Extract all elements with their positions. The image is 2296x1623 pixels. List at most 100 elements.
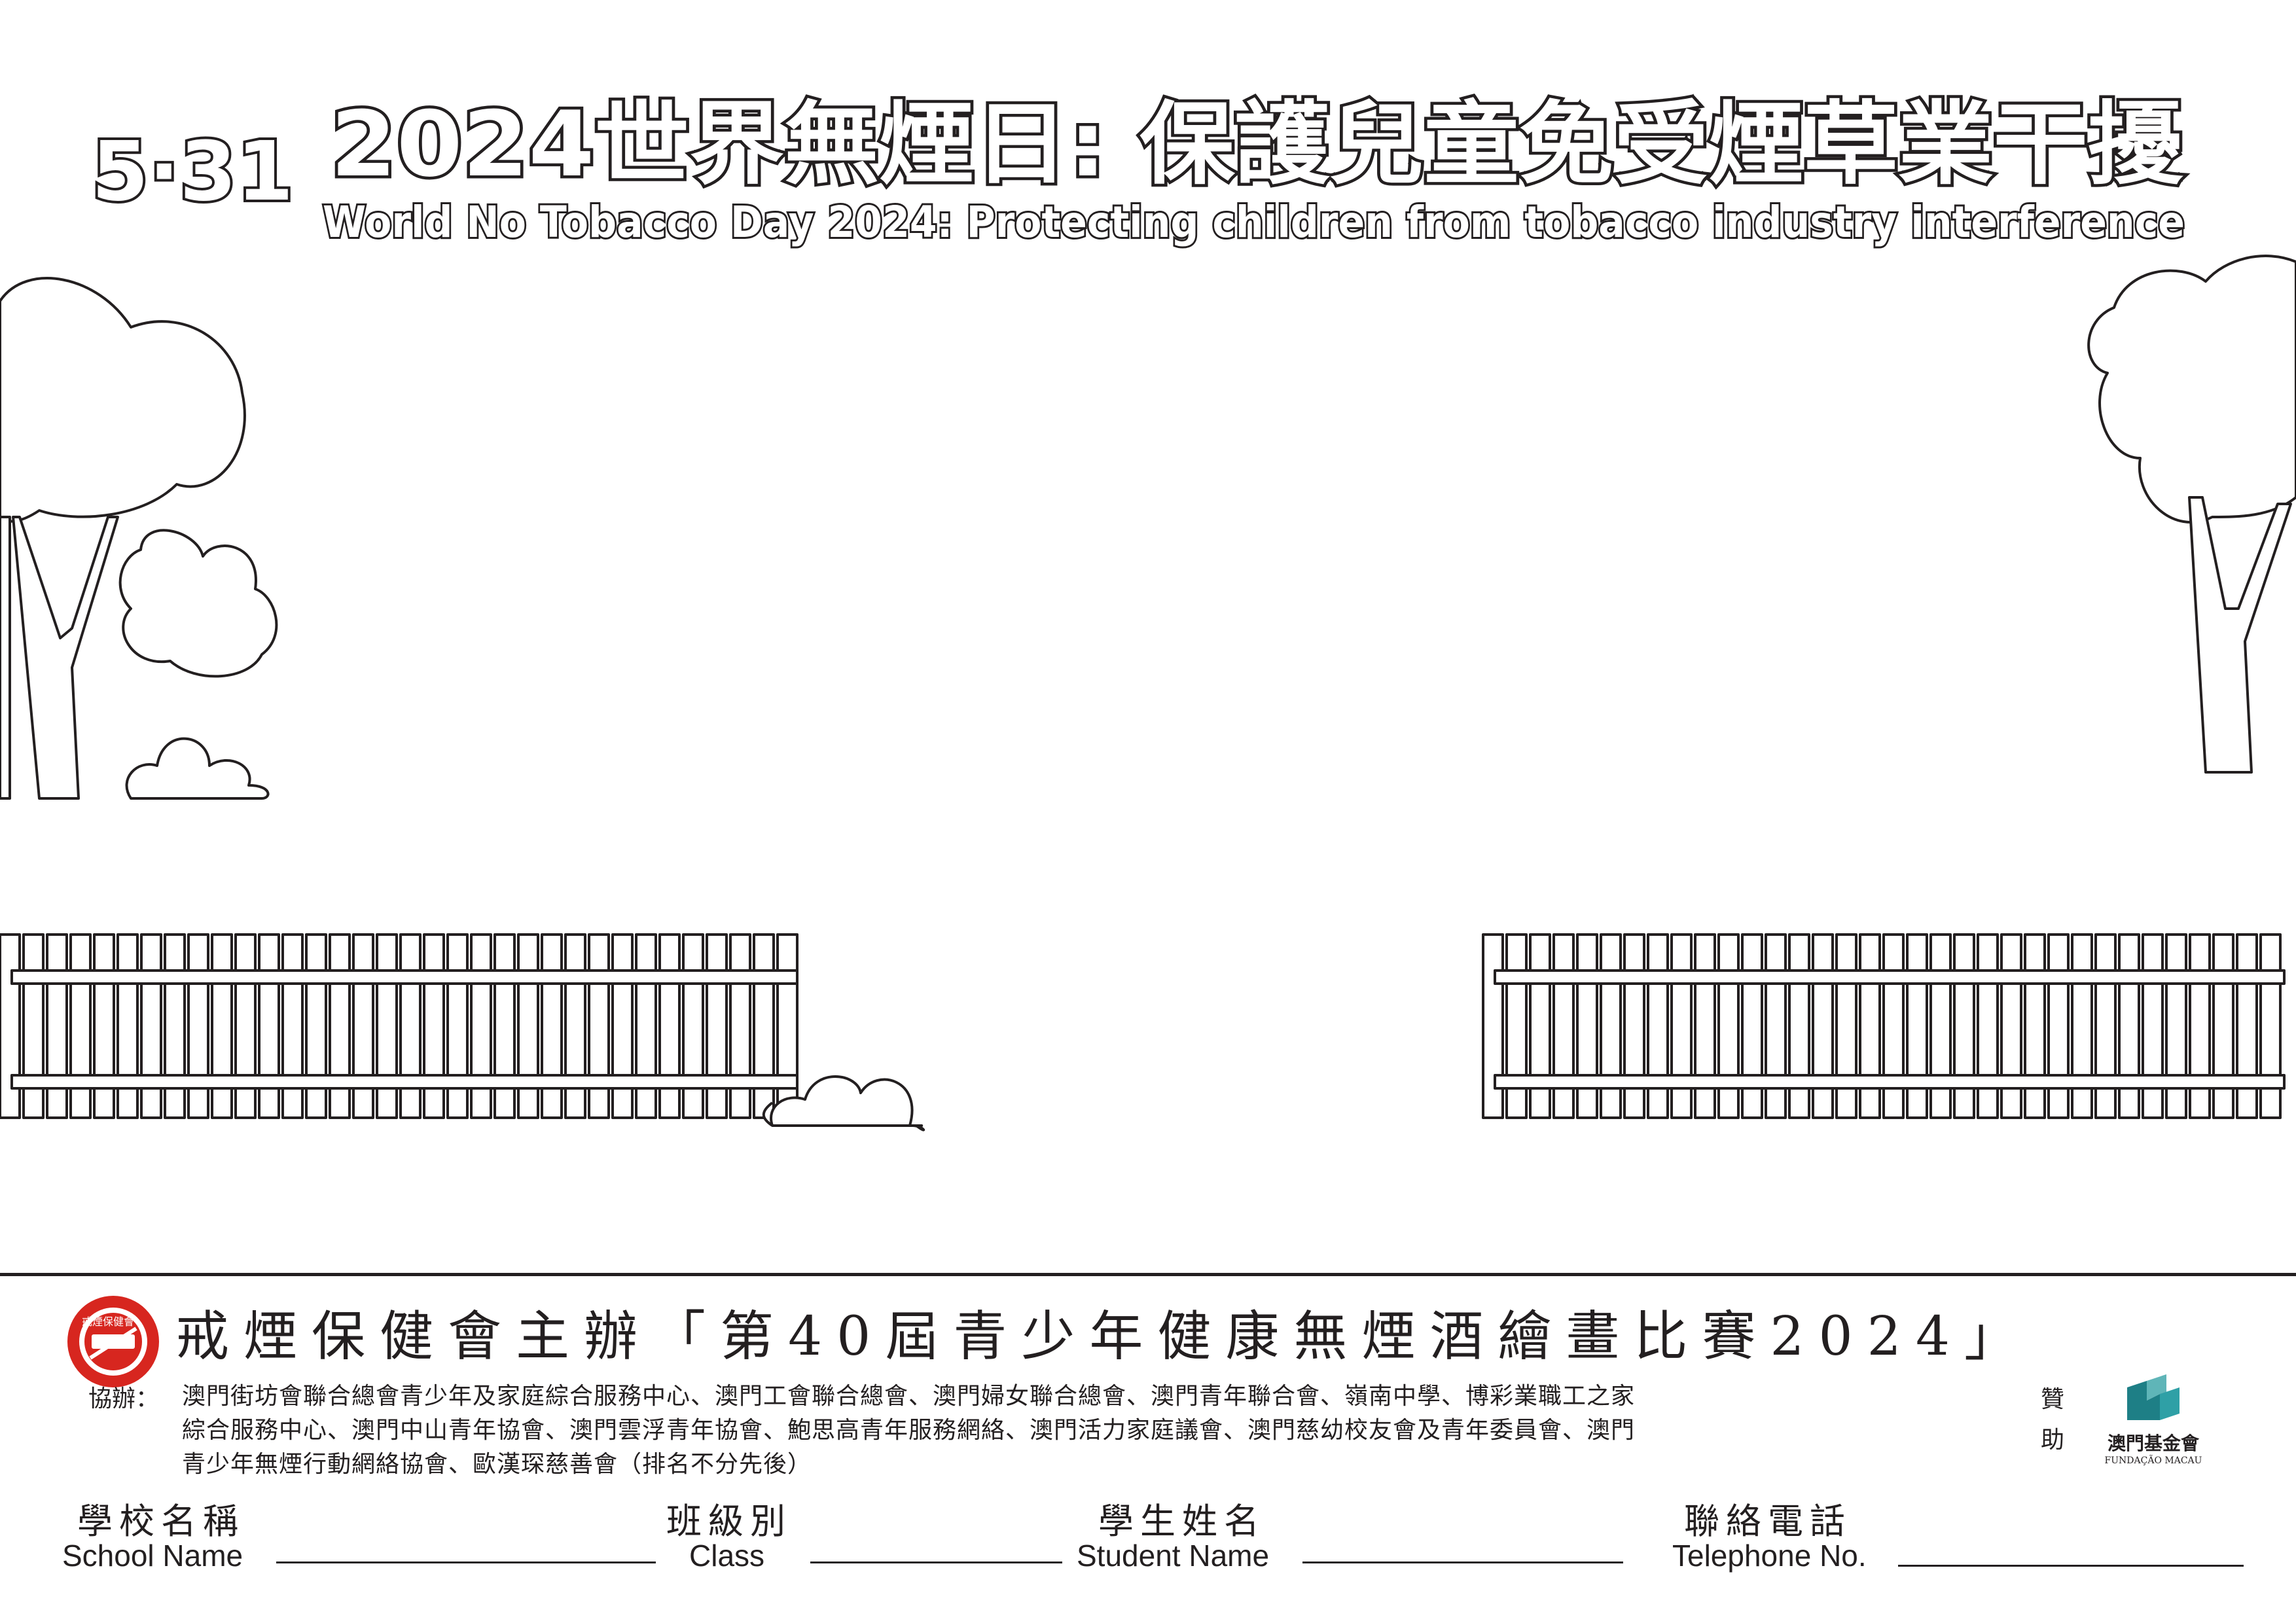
fence-picket xyxy=(399,933,422,1119)
title-zh: 2024世界無煙日: 保護兒童免受煙草業干擾 xyxy=(331,92,2183,197)
fence-picket xyxy=(1835,933,1857,1119)
fence-picket xyxy=(2118,933,2140,1119)
fence-picket xyxy=(140,933,162,1119)
class-input-line[interactable] xyxy=(810,1561,1062,1563)
fence-picket xyxy=(2142,933,2164,1119)
fundacao-macau-icon xyxy=(2127,1374,2179,1420)
fence-picket xyxy=(1882,933,1905,1119)
fence-picket xyxy=(517,933,539,1119)
fence-picket xyxy=(1647,933,1669,1119)
fence-rail xyxy=(10,969,798,985)
fence-picket xyxy=(493,933,516,1119)
fence-picket xyxy=(2189,933,2211,1119)
fence-picket xyxy=(1929,933,1952,1119)
telephone-label-en: Telephone No. xyxy=(1672,1539,1867,1573)
fence-picket xyxy=(588,933,610,1119)
right-tree-illustration xyxy=(2087,255,2296,774)
student-name-label-zh: 學生姓名 xyxy=(1098,1501,1266,1542)
coloring-artwork: 5·31 2024世界無煙日: 保護兒童免受煙草業干擾 World No Tob… xyxy=(0,89,2296,1132)
left-tree-illustration xyxy=(0,277,278,800)
fence-picket xyxy=(1482,933,1504,1119)
class-label-zh: 班級別 xyxy=(666,1501,792,1542)
fence-picket xyxy=(1788,933,1810,1119)
fence-picket xyxy=(541,933,563,1119)
fence-picket xyxy=(564,933,586,1119)
fence-picket xyxy=(1717,933,1740,1119)
fence-rail xyxy=(1494,1074,2286,1090)
sponsor-name-zh: 澳門基金會 xyxy=(2107,1433,2199,1454)
fence-picket xyxy=(211,933,233,1119)
fence-picket xyxy=(706,933,728,1119)
fence-picket xyxy=(117,933,139,1119)
fence-picket xyxy=(635,933,657,1119)
fence-picket xyxy=(1953,933,1975,1119)
fence-picket xyxy=(1694,933,1716,1119)
fence-picket xyxy=(2071,933,2093,1119)
class-label-en: Class xyxy=(689,1539,765,1573)
fence-picket xyxy=(2236,933,2258,1119)
organizer-badge-logo xyxy=(67,1296,159,1387)
fence-picket xyxy=(1670,933,1693,1119)
fence-picket xyxy=(1623,933,1645,1119)
right-fence-illustration xyxy=(1482,933,2286,1119)
school-name-label-zh: 學校名稱 xyxy=(77,1501,245,1542)
fence-picket xyxy=(682,933,704,1119)
fence-picket xyxy=(1505,933,1528,1119)
co-organizer-line: 青少年無煙行動網絡協會、歐漢琛慈善會（排名不分先後） xyxy=(182,1451,812,1478)
co-organizer-line: 澳門街坊會聯合總會青少年及家庭綜合服務中心、澳門工會聯合總會、澳門婦女聯合總會、… xyxy=(182,1383,1636,1410)
competition-title: 戒煙保健會主辦「第40屆青少年健康無煙酒繪畫比賽2024」 xyxy=(175,1306,2033,1368)
student-name-input-line[interactable] xyxy=(1302,1561,1623,1563)
date-label: 5·31 xyxy=(92,124,293,219)
fence-picket xyxy=(1765,933,1787,1119)
fence-picket xyxy=(423,933,445,1119)
fence-picket xyxy=(2000,933,2022,1119)
fence-picket xyxy=(1600,933,1622,1119)
fence-picket xyxy=(2165,933,2187,1119)
fence-rail xyxy=(1494,969,2286,985)
student-name-label-en: Student Name xyxy=(1077,1539,1270,1573)
fence-picket xyxy=(446,933,469,1119)
fence-picket xyxy=(470,933,492,1119)
fence-picket xyxy=(2047,933,2070,1119)
sponsor-label: 贊助 xyxy=(2041,1386,2065,1454)
fence-picket xyxy=(69,933,92,1119)
fence-picket xyxy=(753,933,775,1119)
fence-picket xyxy=(376,933,398,1119)
badge-text: 戒煙保健會 xyxy=(82,1315,135,1328)
fence-picket xyxy=(22,933,45,1119)
fence-picket xyxy=(187,933,209,1119)
fence-picket xyxy=(776,933,798,1119)
fence-picket xyxy=(1859,933,1881,1119)
fence-picket xyxy=(658,933,681,1119)
fence-picket xyxy=(164,933,186,1119)
school-name-label-en: School Name xyxy=(62,1539,243,1573)
fence-picket xyxy=(1576,933,1598,1119)
telephone-label-zh: 聯絡電話 xyxy=(1684,1501,1852,1542)
title-en: World No Tobacco Day 2024: Protecting ch… xyxy=(323,197,2185,247)
sponsor-name-pt: FUNDAÇÃO MACAU xyxy=(2104,1455,2202,1466)
fence-picket xyxy=(329,933,351,1119)
co-organizer-line: 綜合服務中心、澳門中山青年協會、澳門雲浮青年協會、鮑思高青年服務網絡、澳門活力家… xyxy=(182,1417,1636,1444)
fence-picket xyxy=(1812,933,1834,1119)
ground-cloud-illustration xyxy=(762,1075,925,1132)
fence-picket xyxy=(2259,933,2282,1119)
fence-picket xyxy=(1529,933,1551,1119)
fence-picket xyxy=(729,933,751,1119)
fence-picket xyxy=(2212,933,2234,1119)
fence-picket xyxy=(0,933,21,1119)
co-organizer-label: 協辦： xyxy=(88,1385,160,1412)
left-fence-illustration xyxy=(0,933,798,1119)
footer-divider xyxy=(0,1273,2296,1276)
fence-picket xyxy=(281,933,304,1119)
fence-picket xyxy=(2094,933,2117,1119)
fence-picket xyxy=(1552,933,1575,1119)
fence-picket xyxy=(1906,933,1928,1119)
fence-rail xyxy=(10,1074,798,1090)
telephone-input-line[interactable] xyxy=(1898,1565,2244,1567)
fence-picket xyxy=(93,933,115,1119)
fence-picket xyxy=(305,933,327,1119)
fence-picket xyxy=(234,933,257,1119)
school-name-input-line[interactable] xyxy=(276,1561,656,1563)
co-organizer-list: 澳門街坊會聯合總會青少年及家庭綜合服務中心、澳門工會聯合總會、澳門婦女聯合總會、… xyxy=(182,1380,2015,1482)
fence-picket xyxy=(46,933,68,1119)
